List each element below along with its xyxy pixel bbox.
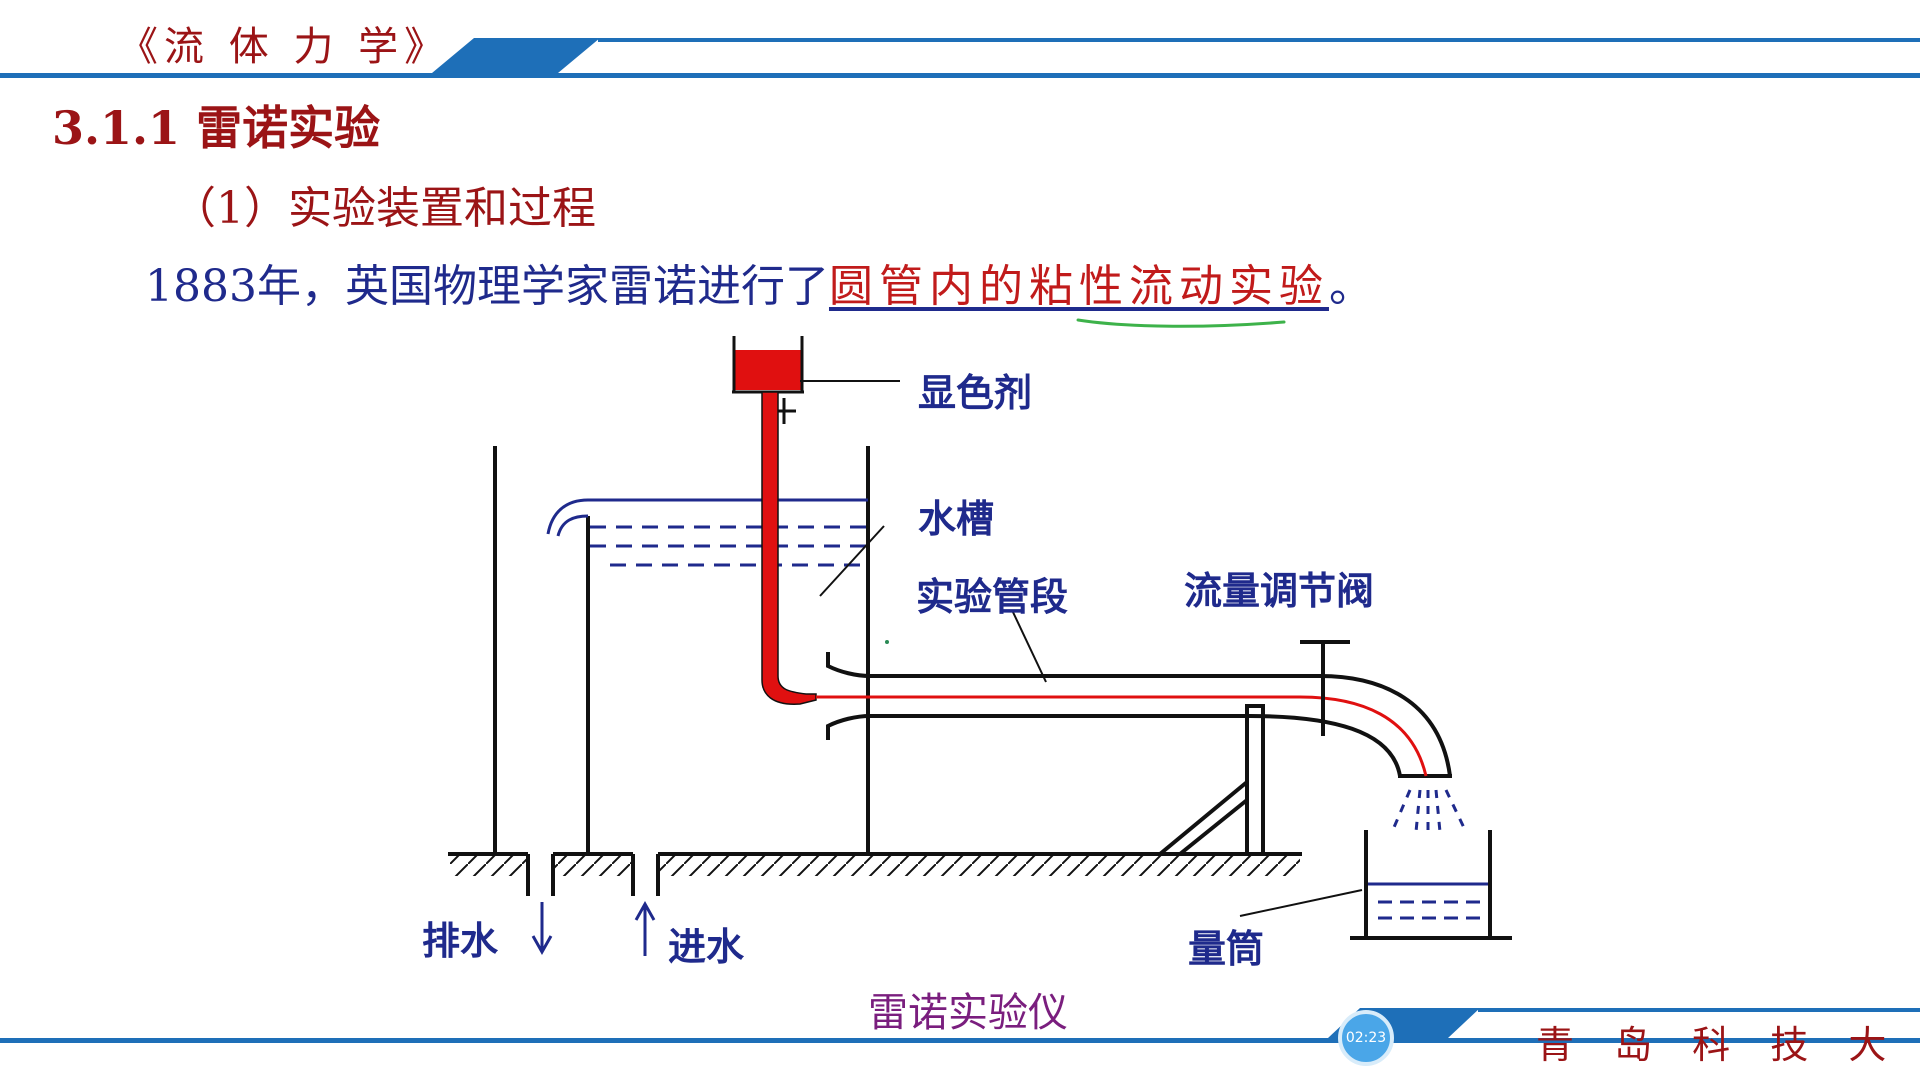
reynolds-apparatus-diagram	[448, 336, 1512, 956]
stray-dot	[885, 640, 889, 644]
section-title: 3.1.1 雷诺实验	[52, 101, 381, 155]
water-jet	[1390, 789, 1468, 833]
measuring-cylinder	[1350, 830, 1512, 940]
intro-suffix: 。	[1328, 261, 1373, 312]
ground	[448, 852, 1302, 896]
label-dye: 显色剂	[918, 370, 1033, 415]
intro-paragraph: 1883年，英国物理学家雷诺进行了圆管内的粘性流动实验。	[145, 250, 1373, 314]
subsection-title: （1）实验装置和过程	[172, 183, 596, 234]
flow-valve	[1300, 640, 1350, 736]
course-title: 《流 体 力 学》	[118, 24, 451, 70]
green-annotation-stroke	[1076, 318, 1286, 328]
overflow-lip	[546, 498, 868, 535]
header-band	[0, 38, 1920, 78]
label-inlet: 进水	[668, 924, 745, 969]
inlet-arrow-icon	[634, 900, 656, 956]
dye-tube	[761, 391, 817, 705]
test-section-leader	[1011, 609, 1047, 683]
dye-streak	[816, 695, 1428, 777]
intro-prefix: 1883年，英国物理学家雷诺进行了	[145, 261, 829, 312]
dye-reservoir	[732, 336, 804, 424]
footer-band	[0, 1008, 1920, 1066]
drain-arrow-icon	[531, 902, 553, 956]
label-cylinder: 量筒	[1188, 926, 1265, 971]
diagram-caption: 雷诺实验仪	[868, 990, 1068, 1036]
pipe-support	[1158, 704, 1265, 856]
tank-leader	[819, 525, 885, 597]
label-tank: 水槽	[918, 496, 995, 541]
label-flow-valve: 流量调节阀	[1184, 568, 1375, 613]
playback-timer: 02:23	[1345, 1030, 1387, 1046]
label-drain: 排水	[422, 918, 499, 963]
label-test-section: 实验管段	[916, 574, 1069, 619]
test-pipe	[826, 652, 1452, 778]
intro-highlight: 圆管内的粘性流动实验	[828, 261, 1329, 312]
cylinder-leader	[1239, 889, 1363, 917]
tank-water-dashes	[590, 525, 866, 567]
university-name: 青 岛 科 技 大 学	[1536, 1023, 1920, 1067]
